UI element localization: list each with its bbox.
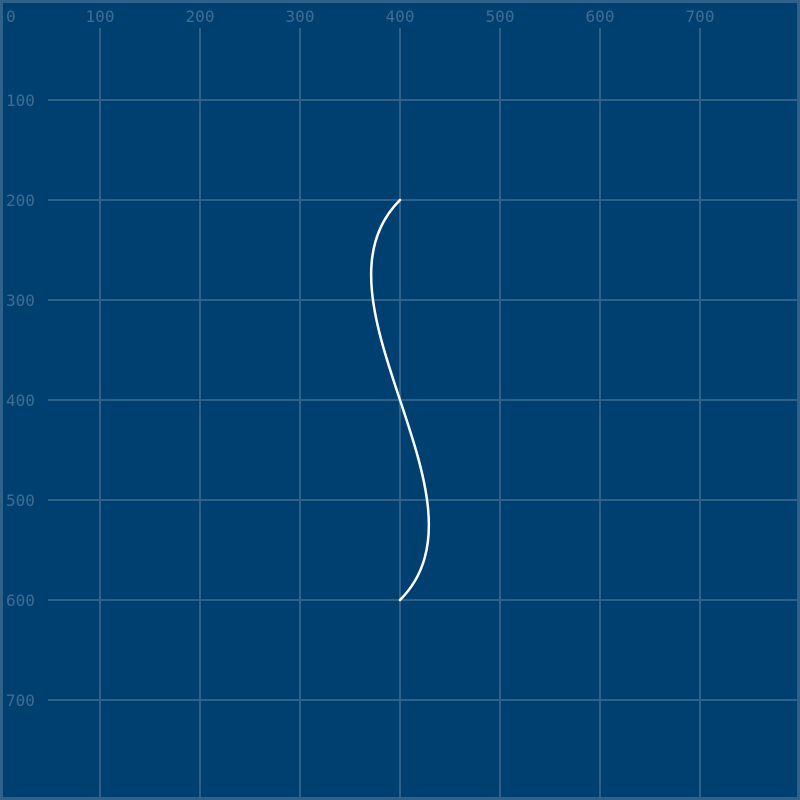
x-tick-label: 600 [586,7,615,26]
y-tick-label: 600 [6,591,35,610]
x-tick-label: 0 [6,7,16,26]
x-tick-label: 400 [386,7,415,26]
y-tick-label: 400 [6,391,35,410]
grid-lines [48,28,800,800]
y-tick-label: 200 [6,191,35,210]
y-tick-label: 700 [6,691,35,710]
x-tick-label: 500 [486,7,515,26]
x-tick-label: 300 [286,7,315,26]
x-tick-label: 100 [86,7,115,26]
x-tick-label: 200 [186,7,215,26]
y-tick-label: 300 [6,291,35,310]
y-tick-label: 500 [6,491,35,510]
y-tick-label: 100 [6,91,35,110]
tick-labels: 0 100 200 300 400 500 600 700 100 200 300 400 500 600… [6,7,714,710]
s-curve-path [369,198,431,602]
x-tick-label: 700 [686,7,715,26]
